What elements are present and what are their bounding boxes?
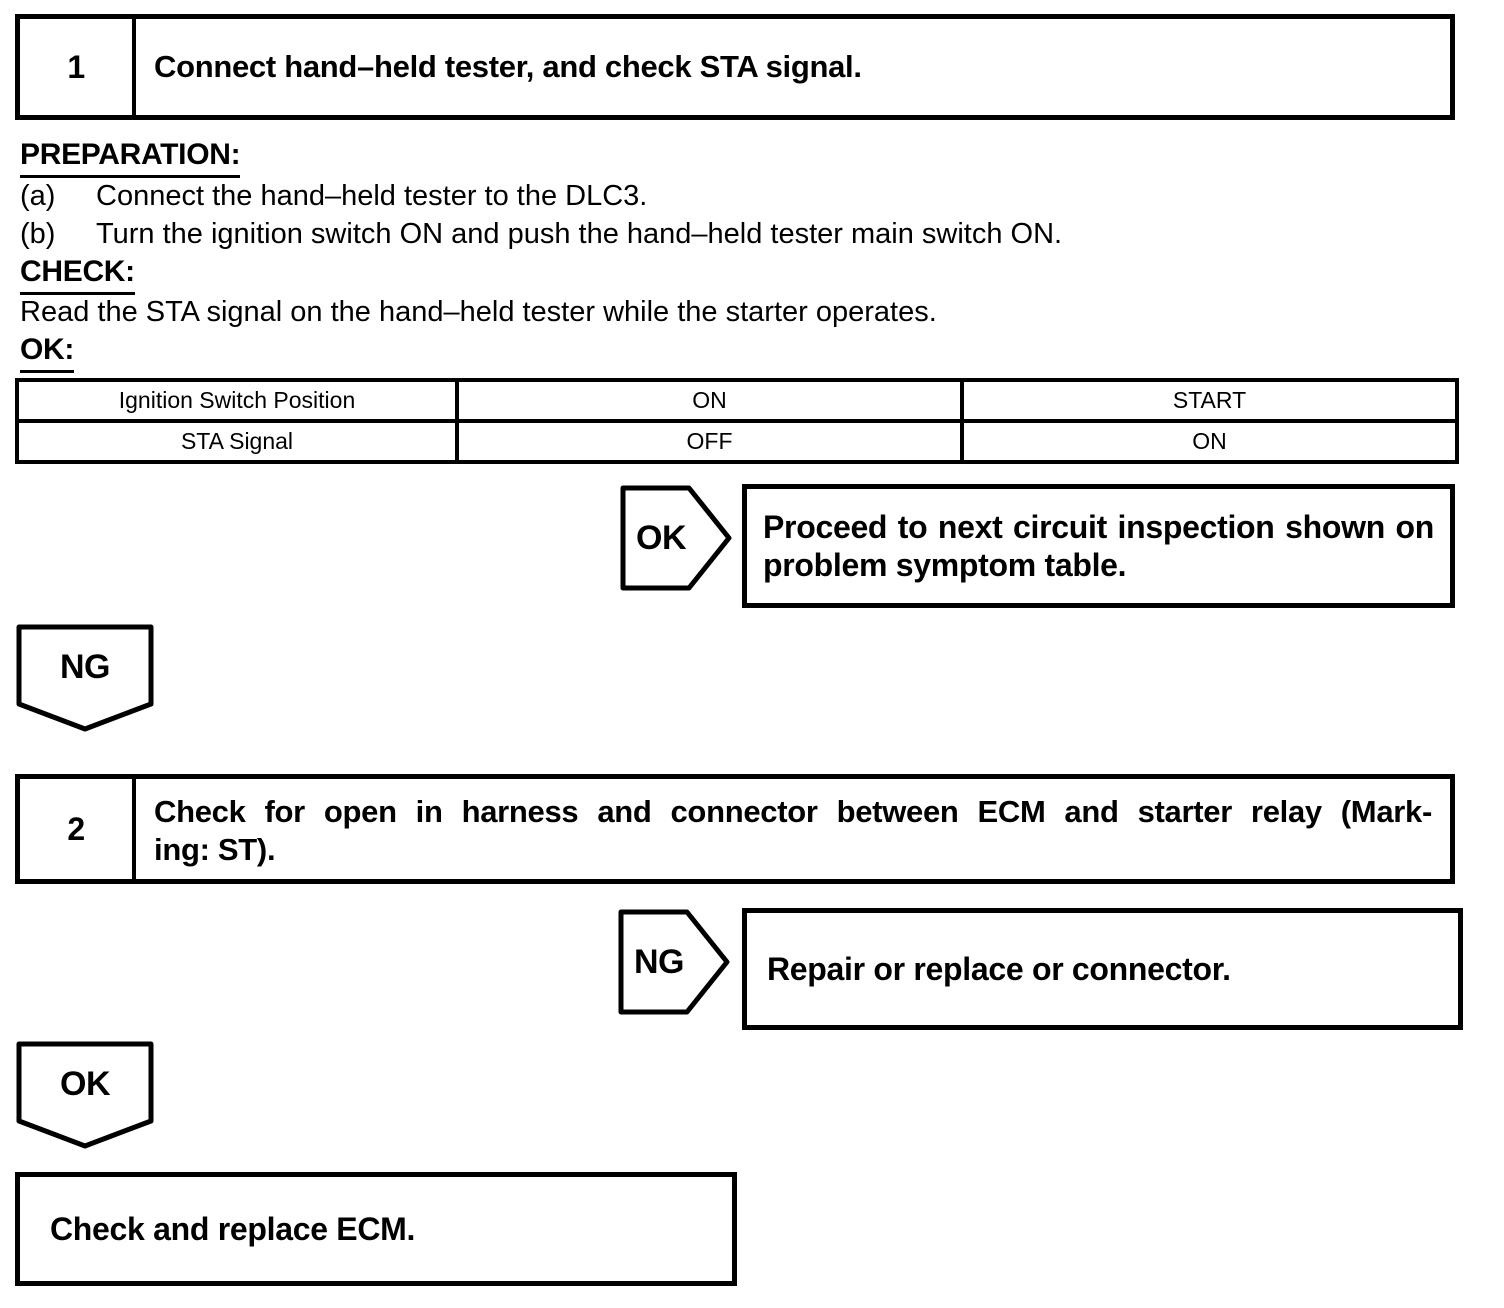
item-b-label: (b) (20, 218, 56, 250)
item-a-label: (a) (20, 180, 56, 212)
step-2-number: 2 (20, 779, 136, 879)
ok-branch-action-box: Proceed to next circuit inspection shown… (742, 484, 1455, 608)
result-text: Check and replace ECM. (50, 1211, 416, 1247)
ok-action-line-1: Proceed to next circuit inspection shown… (763, 509, 1434, 545)
preparation-item-b: (b) Turn the ignition switch ON and push… (20, 218, 1062, 251)
step-2-title-line-1: Check for open in harness and connector … (154, 794, 1432, 829)
check-heading: CHECK: (20, 255, 135, 295)
step-1-title-text: Connect hand–held tester, and check STA … (154, 49, 862, 84)
down-arrow-icon (16, 624, 154, 732)
preparation-item-a: (a) Connect the hand–held tester to the … (20, 180, 647, 213)
ok-branch-label: OK (636, 518, 687, 557)
ok-branch-chevron: OK (620, 485, 732, 591)
table-row: STA Signal OFF ON (15, 419, 1459, 464)
ok-action-line-2: problem symptom table. (763, 547, 1127, 583)
table-cell: Ignition Switch Position (15, 378, 459, 423)
table-cell: START (960, 378, 1459, 423)
ok-down-connector: OK (16, 1041, 154, 1149)
table-row: Ignition Switch Position ON START (15, 378, 1459, 423)
ng-branch-chevron: NG (618, 909, 730, 1015)
check-text: Read the STA signal on the hand–held tes… (20, 296, 937, 328)
ng-connector-label: NG (60, 647, 111, 686)
ok-heading: OK: (20, 333, 74, 373)
down-arrow-icon (16, 1041, 154, 1149)
ok-connector-label: OK (60, 1064, 111, 1103)
item-b-text: Turn the ignition switch ON and push the… (96, 218, 1063, 250)
ng-branch-action-box: Repair or replace or connector. (742, 908, 1463, 1030)
right-arrow-icon (618, 909, 730, 1015)
step-2-title: Check for open in harness and connector … (136, 779, 1450, 879)
result-box: Check and replace ECM. (15, 1172, 737, 1286)
ng-down-connector: NG (16, 624, 154, 732)
ng-action-text: Repair or replace or connector. (767, 951, 1231, 987)
ng-branch-label: NG (634, 942, 685, 981)
table-cell: STA Signal (15, 419, 459, 464)
table-cell: ON (960, 419, 1459, 464)
table-cell: OFF (455, 419, 964, 464)
sta-signal-table: Ignition Switch Position ON START STA Si… (15, 378, 1459, 464)
step-1-title: Connect hand–held tester, and check STA … (136, 19, 1450, 115)
step-2-header-box: 2 Check for open in harness and connecto… (15, 774, 1455, 884)
step-2-title-line-2: ing: ST). (154, 832, 276, 867)
right-arrow-icon (620, 485, 732, 591)
preparation-heading: PREPARATION: (20, 138, 241, 178)
table-cell: ON (455, 378, 964, 423)
step-1-header-box: 1 Connect hand–held tester, and check ST… (15, 14, 1455, 120)
item-a-text: Connect the hand–held tester to the DLC3… (96, 180, 648, 212)
step-1-number: 1 (20, 19, 136, 115)
